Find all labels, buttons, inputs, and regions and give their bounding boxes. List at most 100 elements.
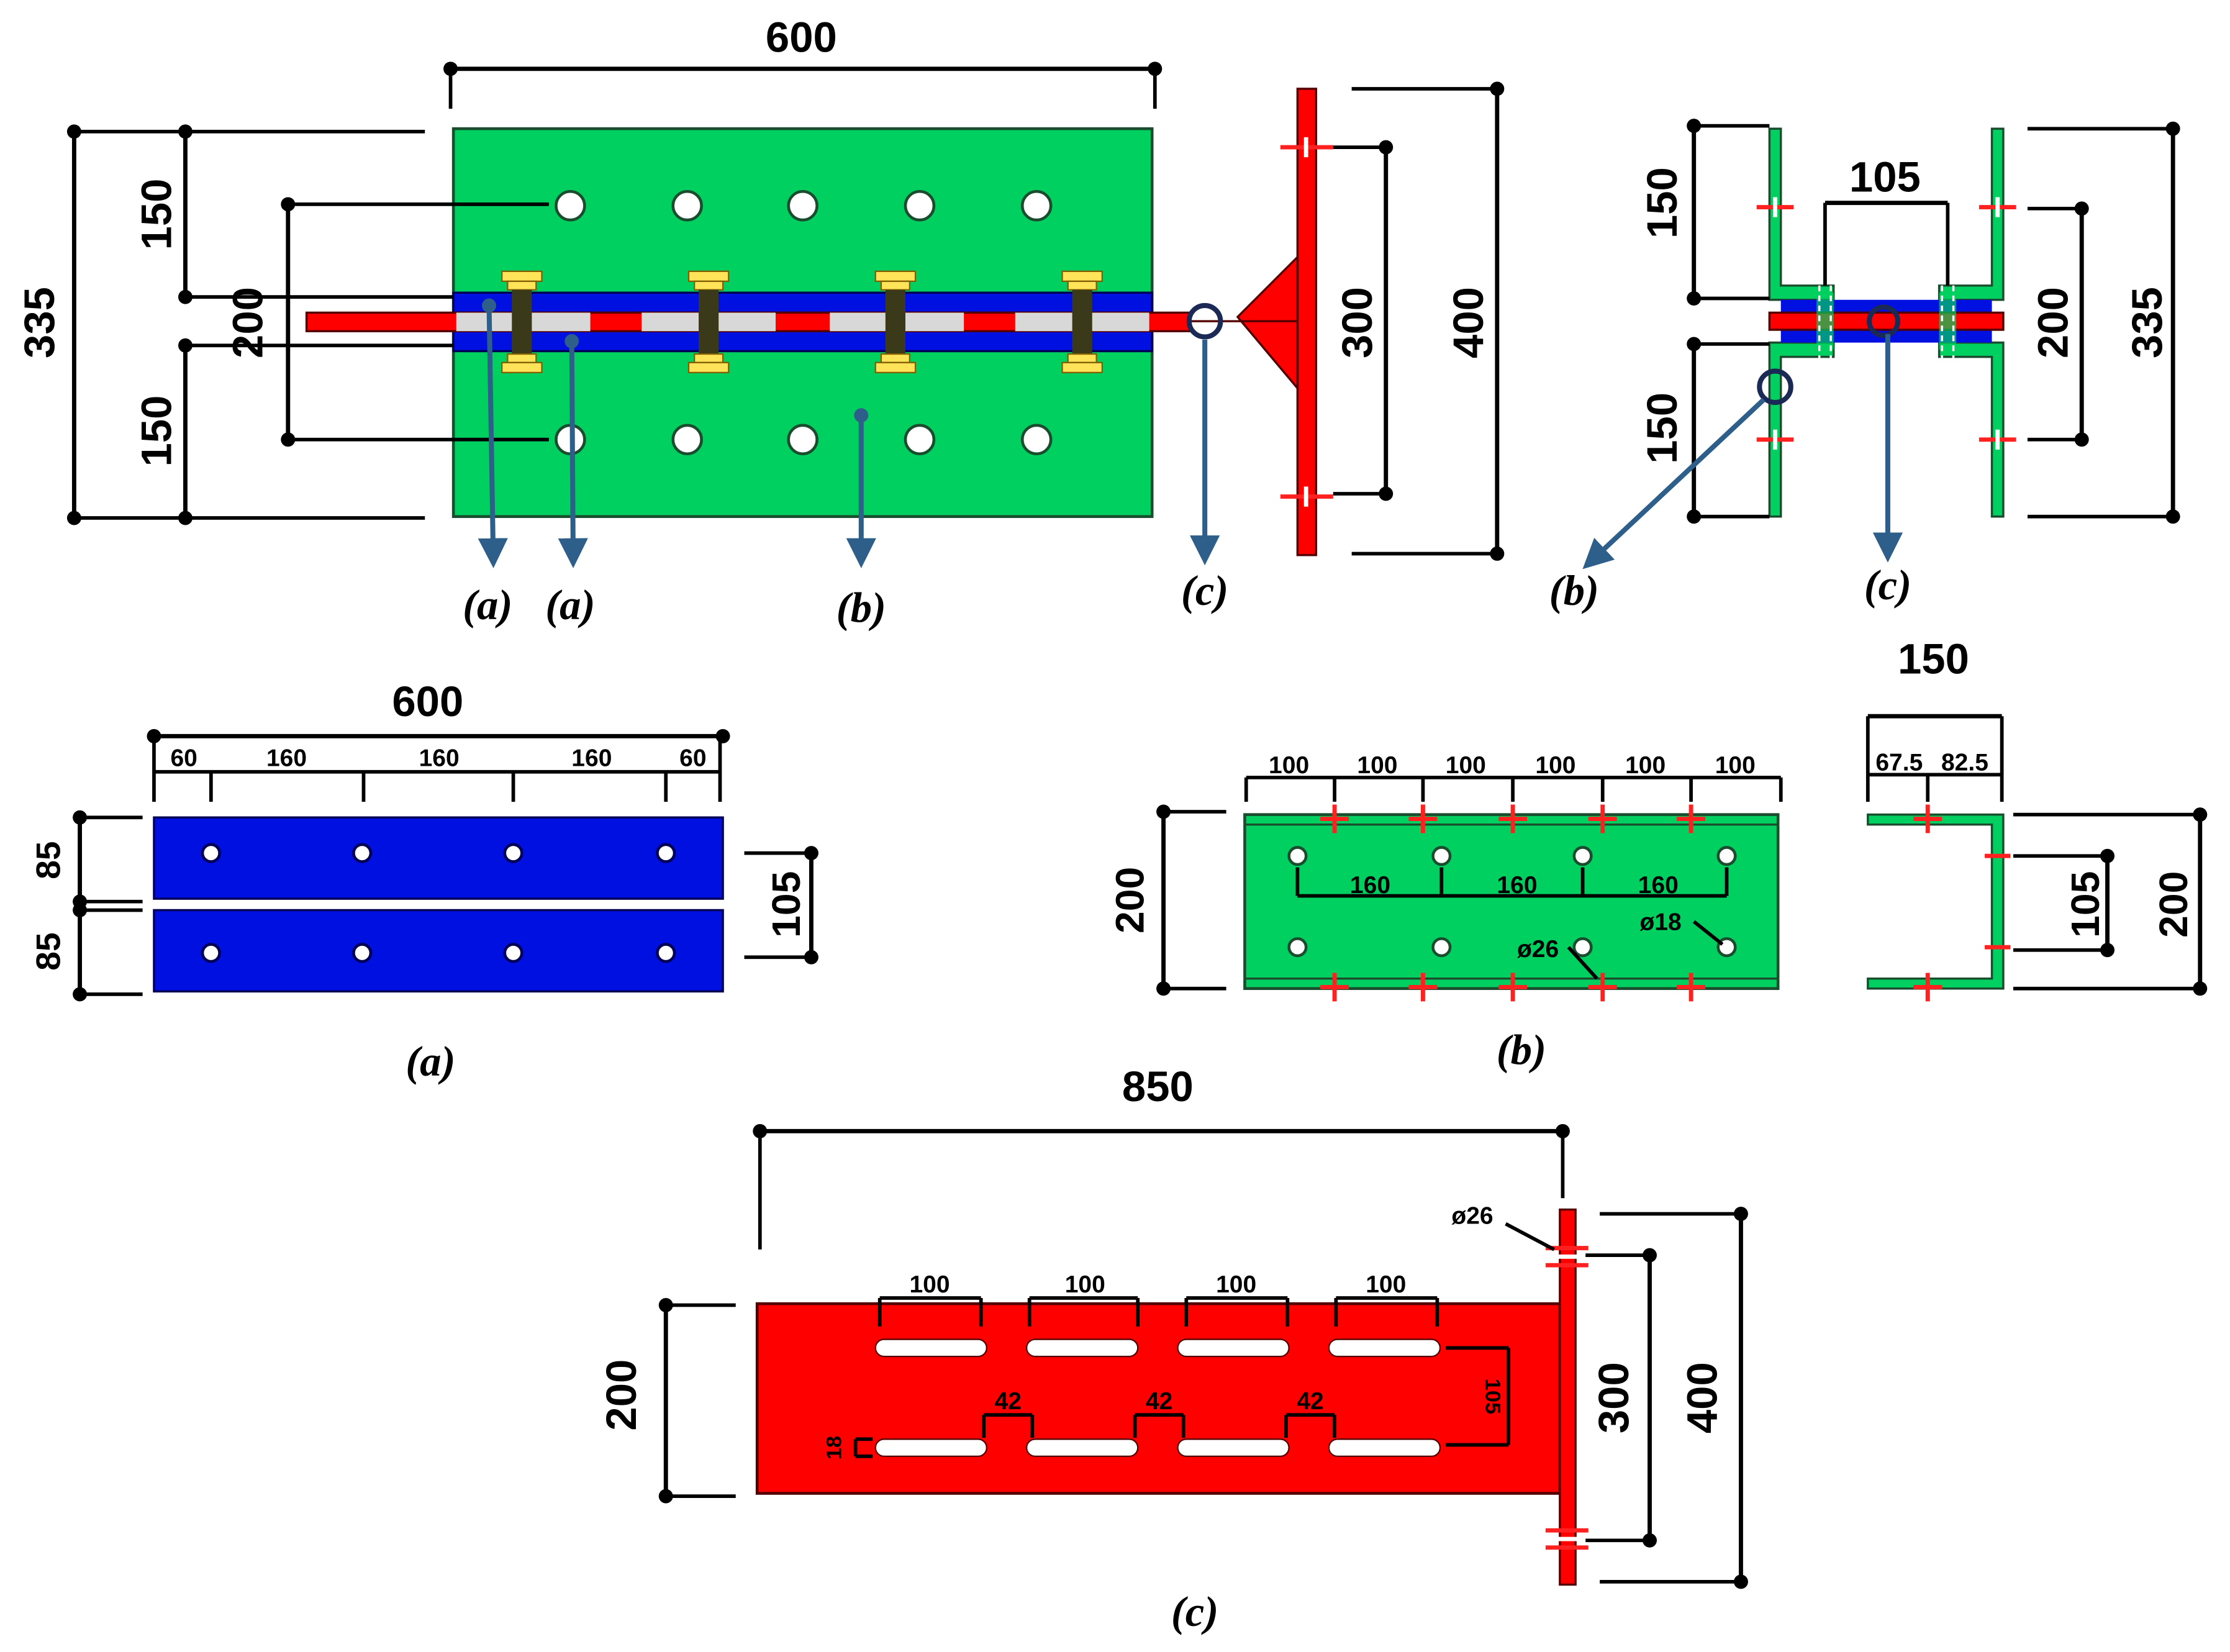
dim-850: 850 xyxy=(1122,1063,1194,1110)
end-plate xyxy=(1559,1208,1577,1586)
splice-strip-bottom xyxy=(452,330,1153,353)
connector-plate-flat xyxy=(1243,813,1780,991)
label-hole-26-b: ø26 xyxy=(1517,936,1559,963)
bolt-hole xyxy=(671,189,703,222)
channel-section xyxy=(1867,813,2005,990)
dim-300-c: 300 xyxy=(1590,1362,1638,1433)
dim-67-5: 67.5 xyxy=(1875,749,1923,776)
dim-a-sp-3: 160 xyxy=(571,745,612,772)
dim-a-sp-0: 60 xyxy=(170,745,197,772)
dim-a-sp-4: 60 xyxy=(679,745,706,772)
dim-82-5: 82.5 xyxy=(1941,749,1988,776)
dim-c-gap-2: 42 xyxy=(1297,1388,1323,1415)
bolt xyxy=(874,270,917,374)
dim-b-sp-1: 100 xyxy=(1357,752,1397,779)
bolt-hole xyxy=(352,943,373,963)
bolt-hole xyxy=(1020,189,1053,222)
dim-200-left: 200 xyxy=(224,287,271,358)
dim-c-slot-18: 18 xyxy=(823,1436,846,1459)
end-stiffener xyxy=(1236,254,1299,391)
part-b-connector-plate: 160 160 160 ø18 ø26 100 100 100 100 100 … xyxy=(1107,635,2208,1073)
dim-a-sp-2: 160 xyxy=(419,745,460,772)
slot xyxy=(1328,1338,1441,1358)
channel-right xyxy=(1938,127,2005,301)
dim-200-b: 200 xyxy=(1107,867,1152,933)
bolt-hole xyxy=(656,843,676,863)
splice-plate-bottom xyxy=(153,909,724,993)
dim-c-gauge-105: 105 xyxy=(1480,1379,1504,1414)
bolt-hole xyxy=(787,189,818,222)
bolt-hole xyxy=(503,843,524,863)
dim-b-inner-1: 160 xyxy=(1497,872,1537,899)
main-elevation: 600 335 150 150 200 300 400 (a) (a) ( xyxy=(16,13,1505,632)
dim-150-side-bottom: 150 xyxy=(1638,393,1686,464)
bolt-hole xyxy=(1716,846,1737,866)
bolt-hole xyxy=(1287,937,1308,958)
dim-200-section: 200 xyxy=(2151,871,2196,938)
bolt xyxy=(501,270,543,374)
bolt-hole xyxy=(201,843,221,863)
dim-b-sp-2: 100 xyxy=(1446,752,1486,779)
detail-c-marker xyxy=(1867,304,1901,338)
bolt-hole xyxy=(1020,424,1053,456)
dim-400-end: 400 xyxy=(1444,287,1492,358)
dim-335-side: 335 xyxy=(2123,287,2171,358)
bolt-hole xyxy=(1572,846,1593,866)
detail-b-marker xyxy=(1757,368,1793,406)
bolt-hole xyxy=(1287,846,1308,866)
bolt-hole xyxy=(1431,937,1452,958)
bolt xyxy=(1061,270,1103,374)
label-hole-18: ø18 xyxy=(1639,909,1681,936)
label-a-1: (a) xyxy=(463,581,512,629)
label-side-c: (c) xyxy=(1864,561,1911,609)
label-a-2: (a) xyxy=(545,581,595,629)
dim-150-side-top: 150 xyxy=(1638,167,1686,238)
dim-b-sp-3: 100 xyxy=(1535,752,1575,779)
bolt xyxy=(687,270,730,374)
bolt-hole xyxy=(503,943,524,963)
slot xyxy=(1025,1438,1139,1457)
dim-c-sp-1: 100 xyxy=(1065,1271,1105,1298)
dim-c-gap-0: 42 xyxy=(995,1388,1022,1415)
dim-600-a: 600 xyxy=(392,678,463,725)
dim-150-bottom: 150 xyxy=(133,396,181,467)
dim-b-inner-2: 160 xyxy=(1638,872,1679,899)
splice-plate-top xyxy=(153,816,724,900)
bolt-hole xyxy=(201,943,221,963)
slot xyxy=(1328,1438,1441,1457)
part-c-web-plate: 100 100 100 100 42 42 42 18 105 ø26 850 … xyxy=(597,1063,1748,1635)
caption-a: (a) xyxy=(406,1038,455,1085)
detail-c-marker xyxy=(1186,302,1223,340)
dim-400-c: 400 xyxy=(1678,1362,1726,1433)
dim-c-sp-3: 100 xyxy=(1366,1271,1406,1298)
dim-a-sp-1: 160 xyxy=(266,745,307,772)
slot xyxy=(1025,1338,1139,1358)
bolt-hole xyxy=(656,943,676,963)
caption-c: (c) xyxy=(1171,1588,1218,1635)
splice-strip-top xyxy=(452,291,1153,314)
dim-85-bottom: 85 xyxy=(29,932,67,970)
bolt-hole xyxy=(352,843,373,863)
slot xyxy=(1177,1438,1290,1457)
bolt-hole xyxy=(904,424,936,456)
bolt-crosses xyxy=(1320,804,1706,1002)
web-plate xyxy=(755,1302,1562,1495)
caption-b: (b) xyxy=(1497,1026,1546,1073)
dim-200-side: 200 xyxy=(2029,287,2077,358)
bolt-hole xyxy=(671,424,703,456)
bolt-hole xyxy=(1431,846,1452,866)
dim-c-gap-1: 42 xyxy=(1146,1388,1172,1415)
part-a-splice-plates: 600 60 160 160 160 60 85 85 105 (a) xyxy=(29,678,818,1085)
dim-150-top: 150 xyxy=(133,179,181,250)
dim-600-top: 600 xyxy=(766,13,837,61)
slot xyxy=(874,1438,988,1457)
label-side-b: (b) xyxy=(1549,567,1599,614)
dim-b-sp-5: 100 xyxy=(1715,752,1756,779)
label-hole-26-c: ø26 xyxy=(1451,1203,1493,1230)
bolt-hole xyxy=(904,189,936,222)
dim-b-sp-0: 100 xyxy=(1269,752,1309,779)
dim-b-inner-0: 160 xyxy=(1350,872,1390,899)
dim-105-a: 105 xyxy=(764,871,809,938)
dim-b-sp-4: 100 xyxy=(1625,752,1666,779)
